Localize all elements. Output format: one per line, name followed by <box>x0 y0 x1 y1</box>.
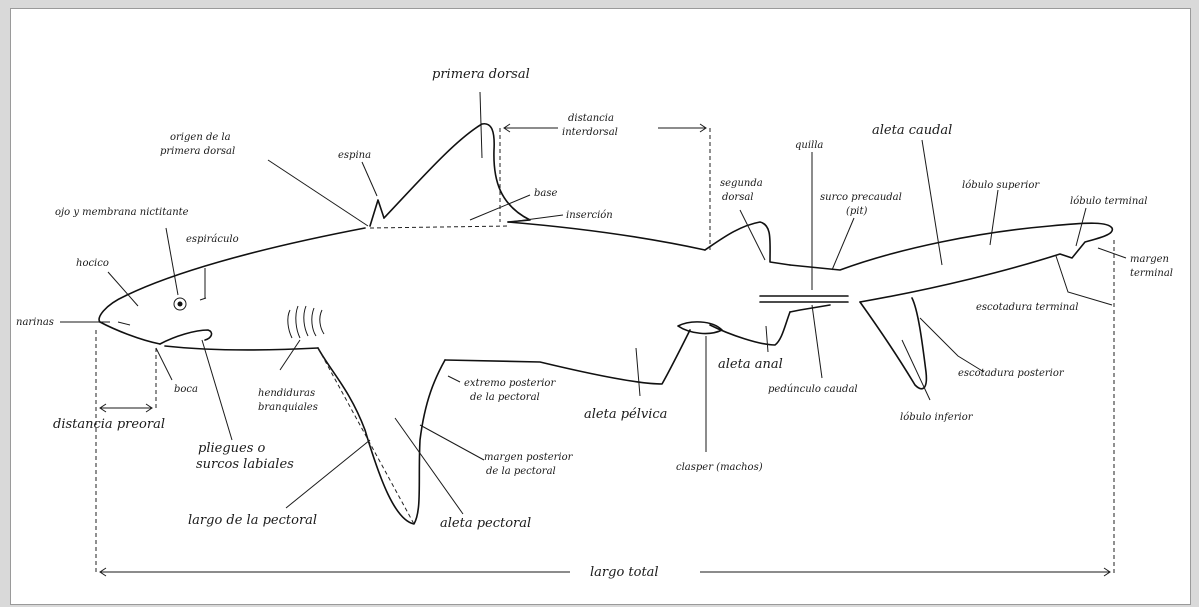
label-pliegues-2: surcos labiales <box>196 457 294 472</box>
label-surco-2: (pit) <box>846 206 868 217</box>
anal-fin <box>710 312 790 345</box>
leader-escotadura-terminal <box>1056 256 1112 305</box>
leader-ojo <box>166 228 178 295</box>
label-aleta-pelvica: aleta pélvica <box>584 407 667 422</box>
label-margen-posterior-2: de la pectoral <box>486 466 556 477</box>
label-boca: boca <box>174 384 198 395</box>
label-lobulo-inferior: lóbulo inferior <box>900 412 974 423</box>
leader-pliegues <box>202 340 232 440</box>
label-aleta-caudal: aleta caudal <box>872 123 952 138</box>
leader-pedunculo <box>812 305 822 378</box>
label-espiraculo: espiráculo <box>186 234 239 245</box>
leader-extremo <box>448 376 460 382</box>
pelvic-fin <box>445 330 690 384</box>
dorsal-spine <box>370 200 384 226</box>
label-segunda-dorsal-1: segunda <box>720 178 763 189</box>
mouth <box>160 330 212 344</box>
spiracle-mark <box>200 298 206 300</box>
label-espina: espina <box>338 150 371 161</box>
caudal-upper-lobe <box>790 223 1112 302</box>
leader-aleta-pelvica <box>636 348 640 396</box>
label-origen-1: origen de la <box>170 132 231 143</box>
label-margen-posterior-1: margen posterior <box>484 452 574 463</box>
leader-segunda-dorsal <box>740 210 765 260</box>
gill-slit-5 <box>320 310 324 334</box>
pectoral-length-line <box>318 348 414 524</box>
label-surco-1: surco precaudal <box>820 192 902 203</box>
leader-origen <box>268 160 368 226</box>
leader-aleta-pectoral <box>395 418 463 514</box>
leader-hocico <box>108 272 138 306</box>
label-pedunculo: pedúnculo caudal <box>768 384 858 395</box>
eye-pupil <box>178 302 183 307</box>
label-largo-pectoral: largo de la pectoral <box>188 513 317 528</box>
leader-boca <box>156 348 172 380</box>
label-primera-dorsal: primera dorsal <box>432 67 530 82</box>
leader-margen-posterior <box>420 425 484 460</box>
leader-surco <box>832 218 854 270</box>
label-extremo-1: extremo posterior <box>464 378 556 389</box>
label-escotadura-terminal: escotadura terminal <box>976 302 1078 313</box>
label-narinas: narinas <box>16 317 54 328</box>
gill-slit-4 <box>312 308 316 336</box>
label-largo-total: largo total <box>590 565 659 580</box>
gill-slit-3 <box>304 306 308 336</box>
leader-largo-pectoral <box>286 440 370 508</box>
gill-slit-1 <box>288 310 292 338</box>
label-quilla: quilla <box>795 140 823 151</box>
first-dorsal-fin <box>384 124 530 222</box>
leader-lobulo-terminal <box>1076 208 1086 246</box>
leader-insercion <box>510 215 563 222</box>
label-hendiduras-1: hendiduras <box>258 388 315 399</box>
label-origen-2: primera dorsal <box>160 146 235 157</box>
label-ojo: ojo y membrana nictitante <box>55 207 189 218</box>
label-clasper: clasper (machos) <box>676 462 763 473</box>
peduncle-bottom <box>790 305 830 312</box>
label-hendiduras-2: branquiales <box>258 402 318 413</box>
label-distancia: distancia <box>568 113 614 124</box>
label-hocico: hocico <box>76 258 109 269</box>
second-dorsal-fin <box>705 222 790 265</box>
label-aleta-anal: aleta anal <box>718 357 783 372</box>
label-extremo-2: de la pectoral <box>470 392 540 403</box>
label-lobulo-superior: lóbulo superior <box>962 180 1040 191</box>
gill-slit-2 <box>296 306 300 338</box>
caudal-lower-lobe <box>860 298 926 389</box>
label-distancia-preoral: distancia preoral <box>53 417 165 432</box>
label-lobulo-terminal: lóbulo terminal <box>1070 196 1147 207</box>
leader-aleta-anal <box>766 326 768 352</box>
snout-underside <box>100 322 160 344</box>
dorsal-base-line <box>370 226 510 228</box>
leader-lobulo-superior <box>990 190 998 245</box>
label-interdorsal: interdorsal <box>562 127 618 138</box>
label-insercion: inserción <box>566 210 613 221</box>
dorsal-profile-mid <box>508 222 705 250</box>
leader-espina <box>362 162 377 196</box>
label-margen-terminal-1: margen <box>1130 254 1169 265</box>
label-base: base <box>534 188 557 199</box>
label-aleta-pectoral: aleta pectoral <box>440 516 531 531</box>
leader-margen-terminal <box>1098 248 1126 258</box>
label-pliegues-1: pliegues o <box>198 441 266 456</box>
leader-escotadura-posterior <box>920 318 984 372</box>
label-escotadura-posterior: escotadura posterior <box>958 368 1065 379</box>
labels: primera dorsal distancia interdorsal ale… <box>16 67 1173 580</box>
label-segunda-dorsal-2: dorsal <box>722 192 754 203</box>
label-margen-terminal-2: terminal <box>1130 268 1173 279</box>
pectoral-fin <box>318 348 445 524</box>
nostril-mark <box>118 322 130 325</box>
leader-hendiduras <box>280 340 300 370</box>
